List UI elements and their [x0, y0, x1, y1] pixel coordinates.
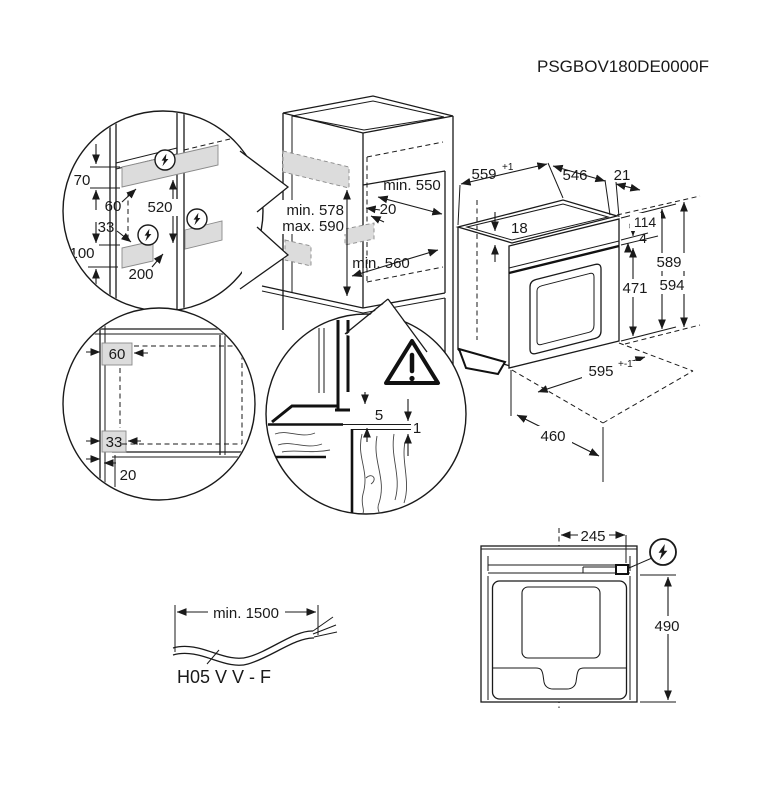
dim-label-559-tolerance: +1 — [502, 162, 514, 173]
dim-label-1: 1 — [413, 420, 421, 437]
dim-label-595: 595 — [588, 363, 613, 380]
dim-label-245: 245 — [580, 528, 605, 545]
drawing-code-label: PSGBOV180DE0000F — [537, 57, 709, 76]
cable-curve — [172, 630, 314, 659]
lightning-bolt-icon — [649, 538, 677, 566]
power-connection-box — [615, 564, 629, 575]
oven-foot — [457, 347, 507, 376]
dim-label-520: 520 — [147, 199, 172, 216]
front-door-outline — [491, 580, 628, 700]
oven-door-window — [529, 263, 602, 355]
callout-notch — [346, 300, 426, 352]
dim-label-60-b: 60 — [109, 346, 126, 363]
dim-label-max590: max. 590 — [282, 218, 344, 235]
dim-label-4: 4 — [639, 230, 647, 246]
dim-label-589: 589 — [656, 254, 681, 271]
dim-label-21: 21 — [614, 167, 631, 184]
cable-type-label: H05 V V - F — [177, 667, 271, 687]
dim-label-60-a: 60 — [105, 198, 122, 215]
dim-label-471: 471 — [622, 280, 647, 297]
warning-triangle-icon — [384, 339, 440, 385]
detail-circle-gap: 5 1 — [265, 298, 467, 515]
dim-label-min578: min. 578 — [286, 202, 344, 219]
dim-label-min560: min. 560 — [352, 255, 410, 272]
lightning-bolt-icon — [186, 208, 208, 230]
door-handle-recess — [493, 667, 626, 690]
dim-label-70: 70 — [74, 172, 91, 189]
power-cable-drawing: min. 1500 H05 V V - F — [172, 602, 338, 687]
cabinet-drawing: min. 550 20 min. 578 max. 590 min. 560 — [261, 95, 478, 426]
recess-detail-b-upper — [101, 342, 133, 366]
dim-label-5: 5 — [375, 407, 383, 424]
dim-label-490: 490 — [654, 618, 679, 635]
detail-circle-top-left: 70 60 520 33 100 200 — [62, 110, 290, 312]
dim-label-20-cabinet: 20 — [380, 201, 397, 218]
oven-3d-view: 559 +1 546 21 18 114 4 471 589 594 595 +… — [455, 162, 701, 482]
recess-niche-upper — [282, 150, 350, 189]
dim-label-100: 100 — [69, 245, 94, 262]
dim-label-min550: min. 550 — [383, 177, 441, 194]
dim-label-460: 460 — [540, 428, 565, 445]
dim-label-20-b: 20 — [120, 467, 137, 484]
dim-label-114: 114 — [634, 214, 657, 230]
dim-label-200: 200 — [128, 266, 153, 283]
recess-niche-lower — [284, 239, 312, 267]
oven-front-panel — [508, 218, 620, 369]
dim-label-546: 546 — [562, 167, 587, 184]
recess-detail-b-lower — [101, 430, 127, 453]
oven-front-view: 245 490 — [480, 527, 684, 708]
detail-circle-bottom-left: 60 33 20 — [62, 307, 256, 501]
dim-label-559: 559 — [471, 166, 496, 183]
dim-label-33-a: 33 — [98, 219, 115, 236]
cable-length-label: min. 1500 — [213, 605, 279, 622]
dim-label-33-b: 33 — [106, 434, 123, 451]
dim-label-595-tolerance: +-1 — [618, 359, 633, 370]
dim-label-594: 594 — [659, 277, 684, 294]
recess-niche-inner — [344, 222, 375, 246]
dim-label-18: 18 — [511, 220, 528, 237]
front-door-window — [521, 586, 601, 659]
callout-wedge — [242, 153, 288, 287]
lightning-bolt-icon — [137, 224, 159, 246]
lightning-bolt-icon — [154, 149, 176, 171]
